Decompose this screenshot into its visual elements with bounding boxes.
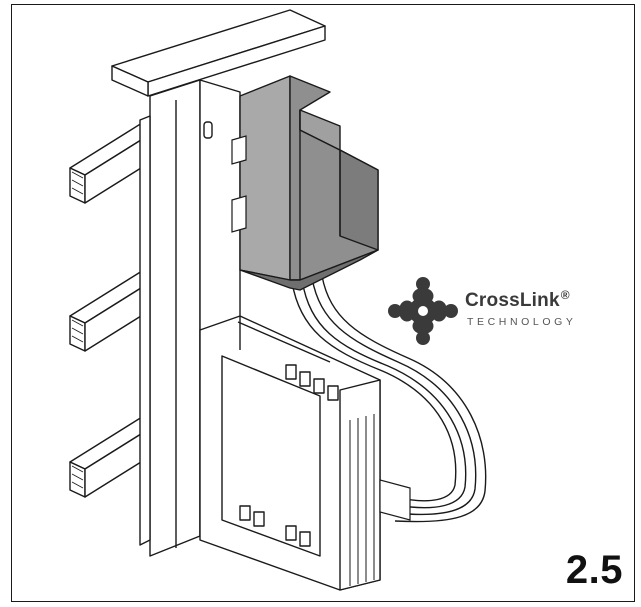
crosslink-logo: CrossLink® TECHNOLOGY [385,276,600,346]
logo-tagline: TECHNOLOGY [467,316,577,328]
logo-wordmark: CrossLink® [465,288,570,311]
crosslink-module [239,75,379,291]
connection-cables [291,275,487,523]
module-clips [231,135,247,233]
figure-number: 2.5 [565,548,623,592]
crosslink-logo-icon [388,277,458,345]
cable-connector [379,479,411,521]
base-module [199,315,381,591]
